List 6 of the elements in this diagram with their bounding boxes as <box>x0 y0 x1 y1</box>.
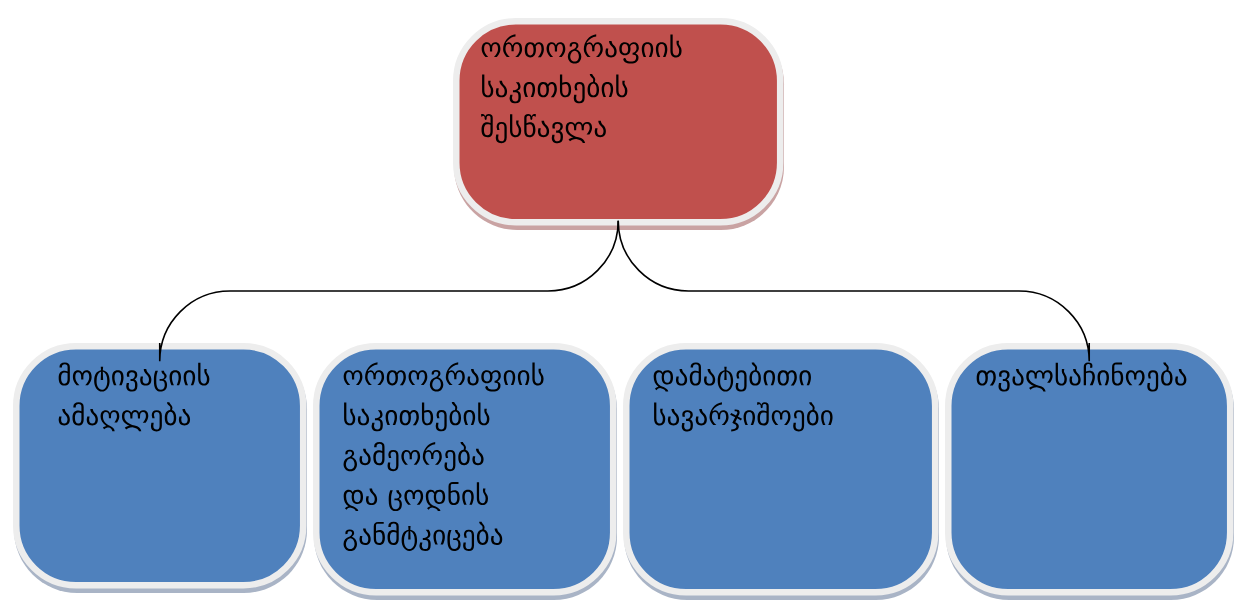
process-box: თვალსაჩინოება <box>945 343 1234 600</box>
process-box: ორთოგრაფიის საკითხების შესწავლა <box>453 18 784 230</box>
connector-line <box>617 219 1090 363</box>
process-box: ორთოგრაფიის საკითხების გამეორება და ცოდნის განმტკიცება <box>313 343 617 600</box>
process-box: დამატებითი სავარჯიშოები <box>623 343 939 600</box>
process-box: მოტივაციის ამაღლება <box>13 343 307 593</box>
